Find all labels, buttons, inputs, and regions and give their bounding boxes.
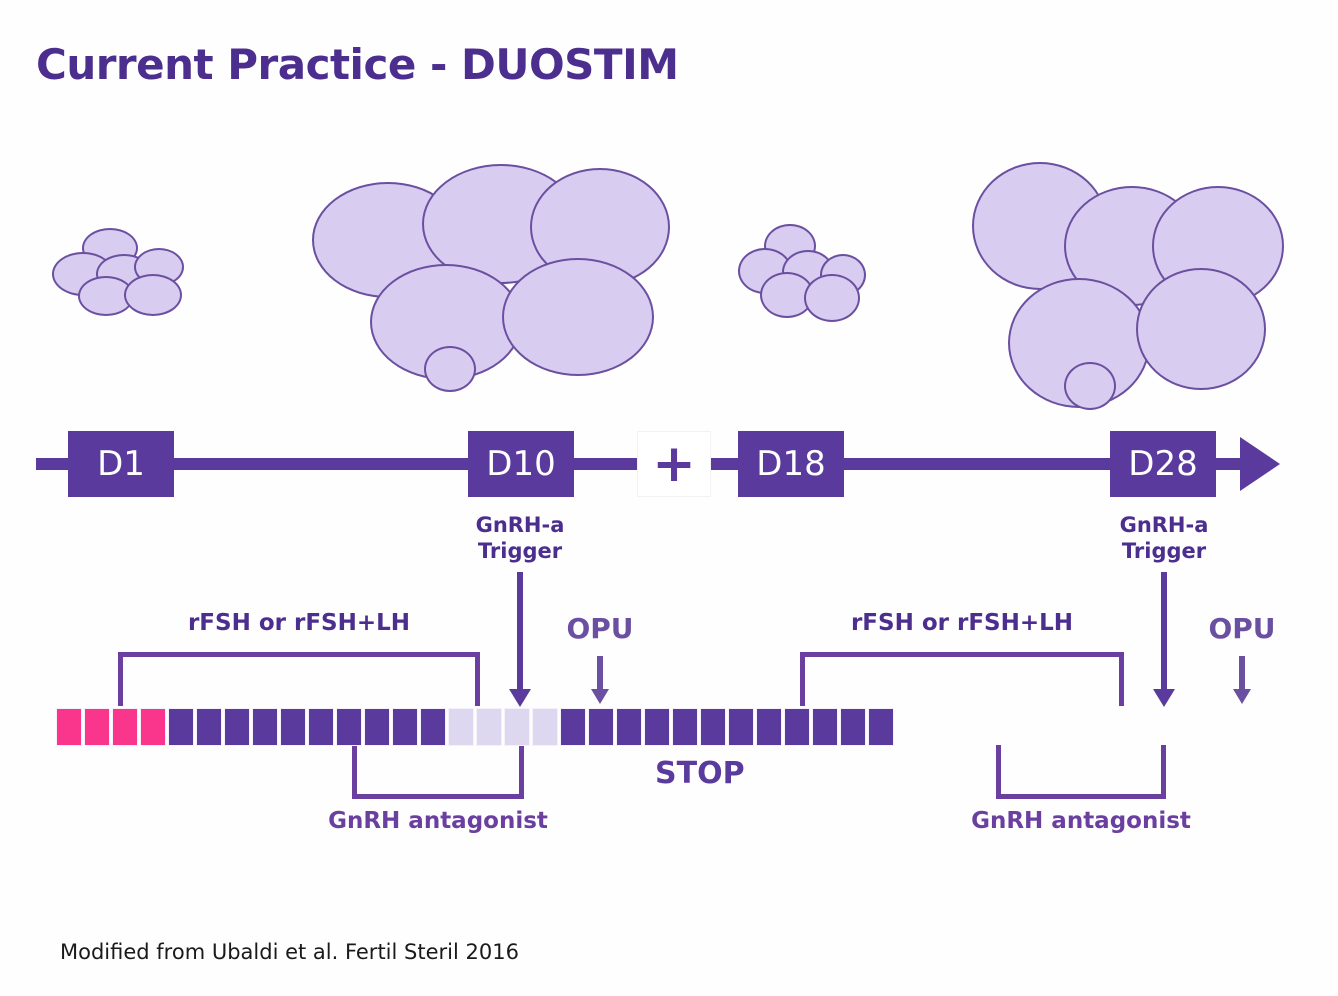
follicle [78, 276, 134, 316]
menses-days-day [140, 708, 166, 746]
gnrh-a-trigger-2-arrow-icon [1161, 572, 1167, 690]
opu-marker-1-label: OPU [566, 612, 634, 645]
stimulation-phase-2-day [784, 708, 810, 746]
timeline-day-d18: D18 [738, 431, 844, 497]
trigger-label-line1: GnRH-a [475, 513, 565, 537]
follicle [1136, 268, 1266, 390]
stop-phase-day [476, 708, 502, 746]
stimulation-phase-1-day [252, 708, 278, 746]
antagonist-bracket-1-label: GnRH antagonist [328, 808, 548, 834]
timeline: D1 D10 D18 D28 + [0, 415, 1338, 505]
source-citation: Modified from Ubaldi et al. Fertil Steri… [60, 940, 519, 964]
stimulation-phase-2-day [728, 708, 754, 746]
follicle [804, 274, 860, 322]
follicle [1064, 362, 1116, 410]
stimulation-phase-1-day [364, 708, 390, 746]
stop-phase-day [448, 708, 474, 746]
plus-icon: + [637, 431, 711, 497]
stimulation-phase-2-day [700, 708, 726, 746]
stimulation-phase-2-day [588, 708, 614, 746]
stimulation-phase-2-day [672, 708, 698, 746]
stimulation-phase-2-day [812, 708, 838, 746]
antagonist-bracket-2 [996, 745, 1166, 799]
follicle [424, 346, 476, 392]
trigger-label-line2: Trigger [477, 539, 563, 564]
timeline-segment [174, 458, 468, 470]
opu-marker-2-arrow-icon [1239, 656, 1245, 690]
timeline-segment [36, 458, 68, 470]
treatment-day-squares [0, 708, 1338, 750]
stimulation-phase-1-day [392, 708, 418, 746]
trigger-label-line2: Trigger [1121, 539, 1207, 564]
stimulation-phase-2-day [868, 708, 894, 746]
antagonist-bracket-1 [352, 745, 524, 799]
gnrh-a-trigger-1-arrow-icon [517, 572, 523, 690]
stimulation-phase-1-day [224, 708, 250, 746]
fsh-bracket-1-label: rFSH or rFSH+LH [187, 610, 411, 636]
stimulation-phase-2-day [756, 708, 782, 746]
menses-days-day [56, 708, 82, 746]
stimulation-phase-1-day [336, 708, 362, 746]
opu-marker-2-label: OPU [1208, 612, 1276, 645]
stop-phase-day [532, 708, 558, 746]
stimulation-phase-1-day [168, 708, 194, 746]
antagonist-bracket-2-label: GnRH antagonist [971, 808, 1191, 834]
stimulation-phase-1-day [308, 708, 334, 746]
timeline-segment [1216, 458, 1240, 470]
fsh-bracket-1 [118, 652, 480, 706]
timeline-day-d1: D1 [68, 431, 174, 497]
timeline-segment [711, 458, 738, 470]
fsh-bracket-2-label: rFSH or rFSH+LH [850, 610, 1074, 636]
menses-days-day [84, 708, 110, 746]
timeline-segment [844, 458, 1110, 470]
stimulation-phase-2-day [840, 708, 866, 746]
timeline-arrow-icon [1240, 437, 1280, 491]
timeline-day-d28: D28 [1110, 431, 1216, 497]
opu-marker-1-arrow-icon [597, 656, 603, 690]
stimulation-phase-2-day [560, 708, 586, 746]
fsh-bracket-2 [800, 652, 1124, 706]
stimulation-phase-1-day [420, 708, 446, 746]
stimulation-phase-1-day [196, 708, 222, 746]
stimulation-phase-1-day [280, 708, 306, 746]
stop-label: STOP [655, 756, 745, 791]
follicle [502, 258, 654, 376]
timeline-day-d10: D10 [468, 431, 574, 497]
stimulation-phase-2-day [644, 708, 670, 746]
follicle [124, 274, 182, 316]
trigger-label-line1: GnRH-a [1119, 513, 1209, 537]
timeline-segment [574, 458, 637, 470]
page-title: Current Practice - DUOSTIM [36, 40, 679, 89]
stimulation-phase-2-day [616, 708, 642, 746]
stop-phase-day [504, 708, 530, 746]
menses-days-day [112, 708, 138, 746]
